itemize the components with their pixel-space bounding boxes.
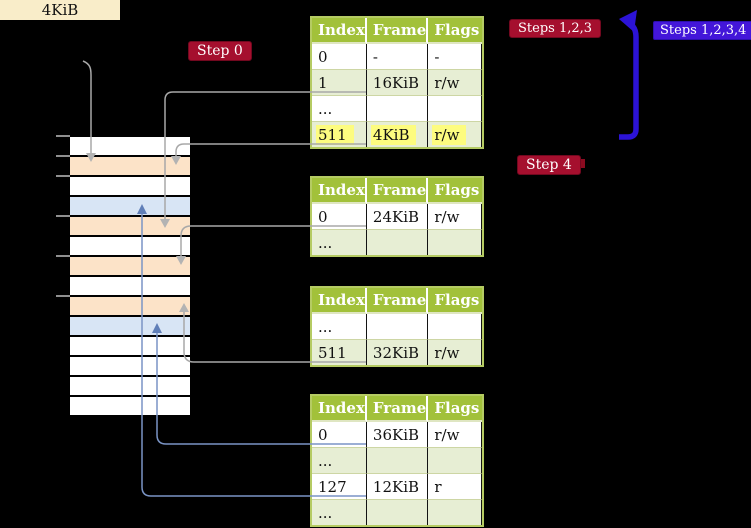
cell-index: ... — [312, 314, 367, 340]
steps-123-label: Steps 1,2,3 — [509, 19, 602, 38]
table-row: 127 12KiB r — [312, 474, 483, 500]
cell-index: 1 — [312, 70, 367, 96]
memory-row-unused-g — [70, 377, 190, 395]
cell-flags: r/w — [428, 204, 483, 230]
cell-flags: r/w — [428, 422, 483, 448]
steps-big-arrowhead-icon — [619, 10, 637, 32]
steps-1234-label: Steps 1,2,3,4 — [653, 21, 751, 40]
cell-index: 0 — [312, 204, 367, 230]
cell-frame — [366, 96, 429, 122]
table-row: ... — [312, 448, 483, 474]
cell-index: 127 — [312, 474, 367, 500]
memory-frame-12kib — [70, 197, 190, 215]
cell-frame: 36KiB — [366, 422, 429, 448]
table-row: 1 16KiB r/w — [312, 70, 483, 96]
column-header-flags: Flags — [428, 178, 483, 204]
memory-frame-16kib — [70, 217, 190, 235]
page-table-top: Index Frame Flags 0 - - 1 16KiB r/w ... … — [310, 16, 485, 149]
table-row: 511 32KiB r/w — [312, 340, 483, 365]
page-table-third: Index Frame Flags ... 511 32KiB r/w — [310, 286, 485, 367]
column-header-frame: Frame — [366, 18, 429, 44]
cell-index: 0 — [312, 44, 367, 70]
cell-frame: - — [366, 44, 429, 70]
table-row: ... — [312, 500, 483, 525]
cell-index: ... — [312, 96, 367, 122]
table-row-highlighted: 511 4KiB r/w — [312, 122, 483, 147]
memory-row-unused-h — [70, 397, 190, 415]
table-row: ... — [312, 230, 483, 255]
step0-label: Step 0 — [188, 41, 252, 61]
column-header-index: Index — [312, 396, 367, 422]
steps-big-arrow — [619, 10, 639, 140]
cell-frame: 32KiB — [366, 340, 429, 365]
steps-big-arrow-shaft — [619, 20, 639, 140]
memory-row-unused-f — [70, 357, 190, 375]
page-table-bottom: Index Frame Flags 0 36KiB r/w ... 127 12… — [310, 394, 485, 527]
column-header-flags: Flags — [428, 288, 483, 314]
cell-flags — [428, 230, 483, 255]
cell-frame: 4KiB — [366, 122, 429, 147]
cell-flags: r/w — [428, 340, 483, 365]
cell-frame — [366, 500, 429, 525]
table-row: 0 24KiB r/w — [312, 204, 483, 230]
cell-flags: r — [428, 474, 483, 500]
column-header-flags: Flags — [428, 396, 483, 422]
table-row: 0 - - — [312, 44, 483, 70]
cell-index: 511 — [312, 122, 367, 147]
cell-index: 511 — [312, 340, 367, 365]
cell-flags: - — [428, 44, 483, 70]
column-header-index: Index — [312, 18, 367, 44]
table-row: ... — [312, 96, 483, 122]
column-header-frame: Frame — [366, 178, 429, 204]
column-header-flags: Flags — [428, 18, 483, 44]
step4-label: Step 4 — [517, 155, 581, 175]
table-row: ... — [312, 314, 483, 340]
highlight-mark: 4KiB — [370, 124, 417, 145]
memory-row-unused-c — [70, 237, 190, 255]
cell-index: 0 — [312, 422, 367, 448]
cell-flags: r/w — [428, 70, 483, 96]
cell-flags — [428, 314, 483, 340]
cell-frame: 24KiB — [366, 204, 429, 230]
cell-flags — [428, 96, 483, 122]
column-header-frame: Frame — [366, 396, 429, 422]
highlight-mark: r/w — [432, 124, 467, 145]
cell-frame — [366, 230, 429, 255]
memory-frame-24kib — [70, 257, 190, 275]
highlight-mark: 511 — [316, 124, 354, 145]
cell-flags — [428, 448, 483, 474]
memory-row-unused-b — [70, 177, 190, 195]
cell-index: ... — [312, 500, 367, 525]
cell-frame — [366, 314, 429, 340]
memory-row-unused-e — [70, 337, 190, 355]
memory-tick-marks — [56, 135, 70, 297]
memory-row-unused-a — [70, 137, 190, 155]
cell-flags — [428, 500, 483, 525]
frame-size-label: 4KiB — [0, 0, 120, 20]
memory-frame-32kib — [70, 297, 190, 315]
memory-row-unused-d — [70, 277, 190, 295]
physical-memory-column — [70, 137, 190, 415]
memory-frame-4kib — [70, 157, 190, 175]
table-row: 0 36KiB r/w — [312, 422, 483, 448]
column-header-index: Index — [312, 288, 367, 314]
memory-frame-36kib — [70, 317, 190, 335]
cell-frame: 16KiB — [366, 70, 429, 96]
column-header-index: Index — [312, 178, 367, 204]
cell-index: ... — [312, 448, 367, 474]
cell-frame — [366, 448, 429, 474]
cell-frame: 12KiB — [366, 474, 429, 500]
cell-index: ... — [312, 230, 367, 255]
page-table-second: Index Frame Flags 0 24KiB r/w ... — [310, 176, 485, 257]
arrow-remnant-dash-step4 — [581, 159, 585, 168]
column-header-frame: Frame — [366, 288, 429, 314]
cell-flags: r/w — [428, 122, 483, 147]
